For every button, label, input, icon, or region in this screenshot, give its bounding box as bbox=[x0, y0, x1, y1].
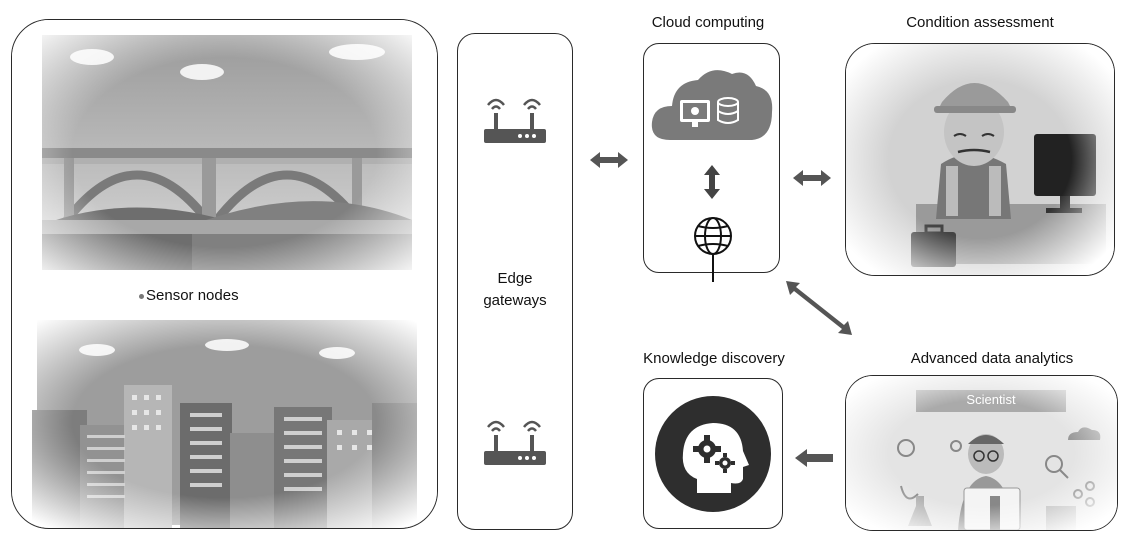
scientist-illustration bbox=[846, 376, 1117, 530]
vertical-double-arrow bbox=[704, 165, 720, 199]
double-arrow-edge-cloud bbox=[590, 152, 628, 168]
cloud-computing-title: Cloud computing bbox=[651, 14, 765, 31]
sensor-nodes-panel bbox=[11, 19, 438, 529]
head-gears-icon bbox=[655, 396, 771, 512]
router-icon bbox=[484, 98, 546, 143]
scientist-banner: Scientist bbox=[966, 392, 1016, 407]
sensor-nodes-label: Sensor nodes bbox=[146, 287, 239, 304]
edge-gateways-label-line1: Edge bbox=[497, 270, 533, 287]
bridge-illustration bbox=[12, 20, 437, 285]
globe-icon bbox=[694, 217, 732, 282]
double-arrow-cloud-analytics bbox=[786, 281, 852, 335]
cloud-icon bbox=[651, 70, 773, 140]
sensor-dot bbox=[139, 294, 144, 299]
edge-gateways-panel bbox=[457, 33, 573, 530]
advanced-data-analytics-title: Advanced data analytics bbox=[910, 350, 1074, 367]
left-arrow-analytics-knowledge bbox=[795, 449, 833, 467]
city-buildings-illustration bbox=[12, 315, 437, 528]
knowledge-discovery-title: Knowledge discovery bbox=[643, 350, 785, 367]
edge-gateways-label-line2: gateways bbox=[483, 292, 547, 309]
condition-assessment-title: Condition assessment bbox=[906, 14, 1054, 31]
engineer-illustration bbox=[846, 44, 1114, 275]
condition-assessment-panel bbox=[845, 43, 1115, 276]
double-arrow-cloud-condition bbox=[793, 170, 831, 186]
advanced-data-analytics-panel: Scientist bbox=[845, 375, 1118, 531]
router-icon bbox=[484, 420, 546, 465]
